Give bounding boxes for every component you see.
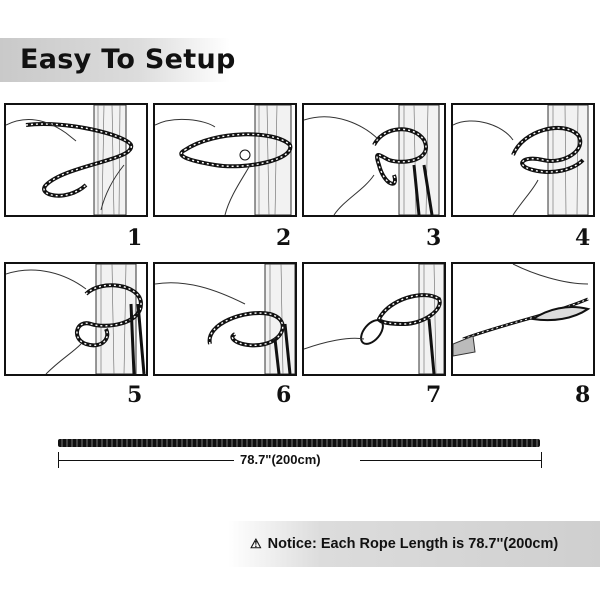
length-dimension-line: [58, 452, 542, 468]
step-4-panel: [451, 103, 595, 217]
step-number: 6: [276, 382, 292, 408]
step-1-panel: [4, 103, 148, 217]
step-number: 4: [575, 225, 591, 251]
rope-knot-wrap-icon: [6, 264, 146, 374]
step-7-panel: [302, 262, 446, 376]
step-6-panel: [153, 262, 297, 376]
page-title: Easy To Setup: [20, 44, 236, 75]
step-number: 1: [127, 225, 143, 251]
rope-length-label: 78.7"(200cm): [240, 452, 321, 467]
hammock-attached-icon: [453, 264, 591, 357]
rope-knot-tighten-icon: [453, 105, 589, 215]
rope-knot-tie-icon: [304, 105, 440, 215]
step-number: 3: [426, 225, 442, 251]
step-number: 8: [575, 382, 591, 408]
step-number: 5: [127, 382, 143, 408]
step-number: 7: [426, 382, 442, 408]
carabiner-clip-icon: [304, 264, 444, 374]
step-2-panel: [153, 103, 297, 217]
rope-loop-pull-icon: [155, 105, 293, 215]
notice-text: Notice: Each Rope Length is 78.7''(200cm…: [267, 536, 559, 552]
title-banner: [0, 38, 230, 82]
rope-knot-finished-icon: [155, 264, 295, 374]
notice-banner: [228, 521, 600, 567]
step-5-panel: [4, 262, 148, 376]
rope-around-tree-icon: [6, 105, 134, 215]
rope-length-icon: [58, 439, 540, 447]
notice: ⚠ Notice: Each Rope Length is 78.7''(200c…: [250, 536, 558, 552]
warning-icon: ⚠: [250, 536, 262, 551]
step-3-panel: [302, 103, 446, 217]
step-number: 2: [276, 225, 292, 251]
step-8-panel: [451, 262, 595, 376]
